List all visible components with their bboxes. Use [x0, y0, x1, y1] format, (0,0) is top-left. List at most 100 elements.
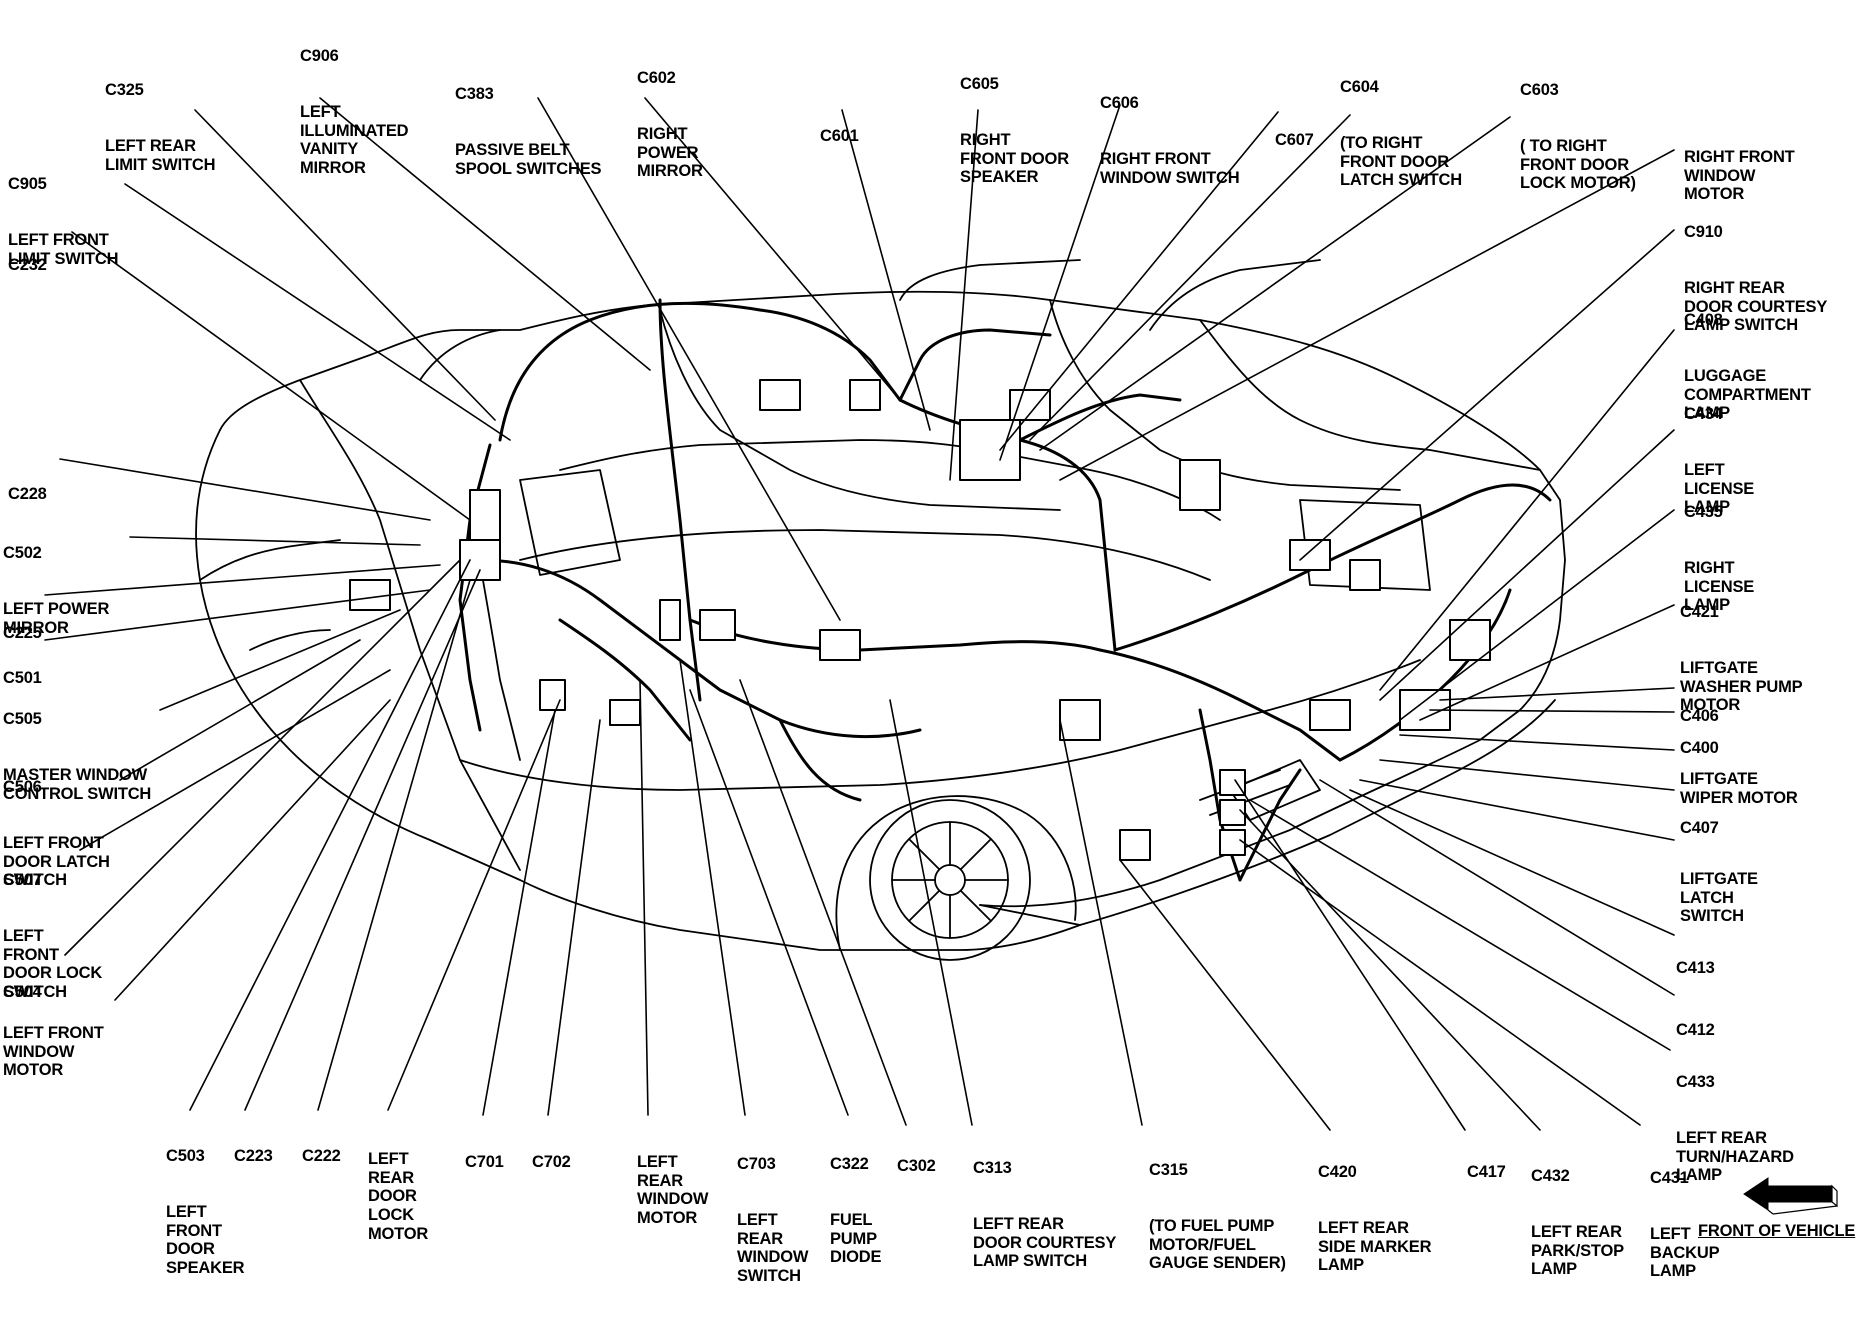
- connector-description: (TO RIGHT FRONT DOOR LATCH SWITCH: [1340, 133, 1462, 190]
- label-c601: C601: [820, 90, 859, 183]
- connector-description: LEFT REAR WINDOW MOTOR: [637, 1153, 709, 1227]
- connector-code: C222: [302, 1147, 341, 1166]
- front-of-vehicle-arrow-icon: [1743, 1177, 1838, 1215]
- connector-code: C433: [1676, 1073, 1715, 1092]
- label-c607: C607: [1275, 94, 1314, 187]
- label-c406: C406: [1680, 670, 1719, 763]
- label-c222: C222: [302, 1110, 341, 1203]
- connector-description: RIGHT FRONT WINDOW MOTOR: [1684, 148, 1795, 204]
- connector-code: C400: [1680, 739, 1719, 758]
- connector-code: C313: [973, 1159, 1012, 1178]
- connector-description: LEFT FRONT DOOR LATCH SWITCH: [3, 833, 110, 890]
- label-left-rear-door-lock-motor: LEFT REAR DOOR LOCK MOTOR: [368, 1113, 428, 1280]
- connector-code: C412: [1676, 1021, 1715, 1040]
- connector-description: LEFT REAR WINDOW SWITCH: [737, 1210, 809, 1285]
- connector-code: C383: [455, 85, 494, 104]
- connector-description: LEFT ILLUMINATED VANITY MIRROR: [300, 102, 409, 177]
- connector-code: C703: [737, 1155, 776, 1174]
- label-c606: C606 RIGHT FRONT WINDOW SWITCH: [1100, 57, 1240, 224]
- label-c905: C905 LEFT FRONT LIMIT SWITCH: [8, 138, 119, 305]
- callout-leaders: [44, 97, 1675, 1131]
- connector-code: C434: [1684, 405, 1723, 424]
- connector-description: RIGHT FRONT DOOR SPEAKER: [960, 130, 1069, 187]
- connector-description: LEFT REAR PARK/STOP LAMP: [1531, 1222, 1624, 1279]
- wiring-harness: [458, 298, 1552, 882]
- label-liftgate-wiper-motor: LIFTGATE WIPER MOTOR: [1680, 733, 1798, 845]
- connector-code: C506: [3, 778, 42, 797]
- connector-description: FUEL PUMP DIODE: [830, 1210, 882, 1267]
- label-c302: C302: [897, 1120, 936, 1213]
- connector-description: LEFT REAR LIMIT SWITCH: [105, 136, 216, 174]
- label-c604: C604 (TO RIGHT FRONT DOOR LATCH SWITCH: [1340, 41, 1462, 227]
- front-of-vehicle-label: FRONT OF VEHICLE: [1698, 1222, 1856, 1240]
- connector-code: C601: [820, 127, 859, 146]
- connector-code: C408: [1684, 311, 1723, 330]
- vehicle-body-outline: [195, 259, 1566, 961]
- label-c507: C507 LEFT FRONT DOOR LOCK SWITCH: [3, 834, 102, 1039]
- label-c506: C506 LEFT FRONT DOOR LATCH SWITCH: [3, 741, 110, 927]
- connector-code: C225: [3, 624, 42, 643]
- connector-description: LIFTGATE LATCH SWITCH: [1680, 870, 1758, 926]
- label-c701: C701: [465, 1116, 504, 1209]
- connector-code: C604: [1340, 78, 1379, 97]
- label-c322: C322 FUEL PUMP DIODE: [830, 1118, 881, 1304]
- label-c703: C703 LEFT REAR WINDOW SWITCH: [737, 1118, 808, 1323]
- label-c504: C504: [3, 946, 42, 1039]
- connector-description: (TO FUEL PUMP MOTOR/FUEL GAUGE SENDER): [1149, 1216, 1286, 1273]
- connector-description: LEFT REAR TURN/HAZARD LAMP: [1676, 1128, 1794, 1185]
- connector-code: C228: [8, 485, 47, 504]
- label-c602: C602 RIGHT POWER MIRROR: [637, 32, 703, 218]
- label-c434: C434 LEFT LICENSE LAMP: [1684, 368, 1754, 554]
- connector-code: C421: [1680, 603, 1719, 622]
- connector-code: C505: [3, 710, 42, 729]
- label-c223: C223: [234, 1110, 273, 1203]
- label-c906: C906 LEFT ILLUMINATED VANITY MIRROR: [300, 10, 409, 215]
- connector-description: LEFT LICENSE LAMP: [1684, 460, 1755, 517]
- connector-description: PASSIVE BELT SPOOL SWITCHES: [455, 140, 602, 178]
- connector-code: C504: [3, 983, 42, 1002]
- label-c421: C421 LIFTGATE WASHER PUMP MOTOR: [1680, 566, 1803, 752]
- label-c605: C605 RIGHT FRONT DOOR SPEAKER: [960, 38, 1069, 224]
- label-c433: C433 LEFT REAR TURN/HAZARD LAMP: [1676, 1036, 1794, 1222]
- label-c315: C315 (TO FUEL PUMP MOTOR/FUEL GAUGE SEND…: [1149, 1124, 1286, 1310]
- connector-code: C606: [1100, 94, 1139, 113]
- label-c383: C383 PASSIVE BELT SPOOL SWITCHES: [455, 48, 602, 215]
- label-c408: C408 LUGGAGE COMPARTMENT LAMP: [1684, 274, 1811, 460]
- connector-code: C503: [166, 1147, 205, 1166]
- connector-code: C432: [1531, 1167, 1570, 1186]
- connector-description: RIGHT REAR DOOR COURTESY LAMP SWITCH: [1684, 278, 1828, 335]
- label-left-front-window-motor: LEFT FRONT WINDOW MOTOR: [3, 987, 104, 1117]
- connector-code: C417: [1467, 1163, 1506, 1182]
- label-c503: C503 LEFT FRONT DOOR SPEAKER: [166, 1110, 245, 1315]
- label-c413: C413: [1676, 922, 1715, 1015]
- label-c232: C232: [8, 219, 47, 312]
- connector-description: RIGHT FRONT WINDOW SWITCH: [1100, 149, 1240, 187]
- connector-description: LEFT FRONT DOOR SPEAKER: [166, 1202, 245, 1277]
- connector-description: RIGHT POWER MIRROR: [637, 124, 703, 181]
- connector-description: MASTER WINDOW CONTROL SWITCH: [3, 765, 152, 803]
- connector-code: C905: [8, 175, 47, 194]
- label-c412: C412: [1676, 984, 1715, 1077]
- connector-code: C607: [1275, 131, 1314, 150]
- label-c407: C407: [1680, 782, 1719, 875]
- connector-description: LIFTGATE WIPER MOTOR: [1680, 770, 1798, 807]
- connector-description: LEFT FRONT WINDOW MOTOR: [3, 1024, 104, 1080]
- connector-code: C502: [3, 544, 42, 563]
- connector-code: C605: [960, 75, 999, 94]
- connector-location-diagram: C906 LEFT ILLUMINATED VANITY MIRROR C325…: [3, 10, 1856, 1285]
- label-c325: C325 LEFT REAR LIMIT SWITCH: [105, 44, 216, 211]
- connector-code: C322: [830, 1155, 869, 1174]
- label-c603: C603 ( TO RIGHT FRONT DOOR LOCK MOTOR): [1520, 44, 1636, 230]
- connector-code: C232: [8, 256, 47, 275]
- label-c417: C417: [1467, 1126, 1506, 1219]
- connector-code: C223: [234, 1147, 273, 1166]
- connector-code: C602: [637, 69, 676, 88]
- connector-code: C906: [300, 47, 339, 66]
- connector-code: C702: [532, 1153, 571, 1172]
- label-c313: C313 LEFT REAR DOOR COURTESY LAMP SWITCH: [973, 1122, 1116, 1308]
- connector-description: LEFT POWER MIRROR: [3, 599, 110, 637]
- connector-description: LEFT REAR DOOR COURTESY LAMP SWITCH: [973, 1214, 1117, 1271]
- connector-description: RIGHT LICENSE LAMP: [1684, 558, 1755, 615]
- label-c501: C501: [3, 632, 42, 725]
- label-left-rear-window-motor: LEFT REAR WINDOW MOTOR: [637, 1116, 708, 1265]
